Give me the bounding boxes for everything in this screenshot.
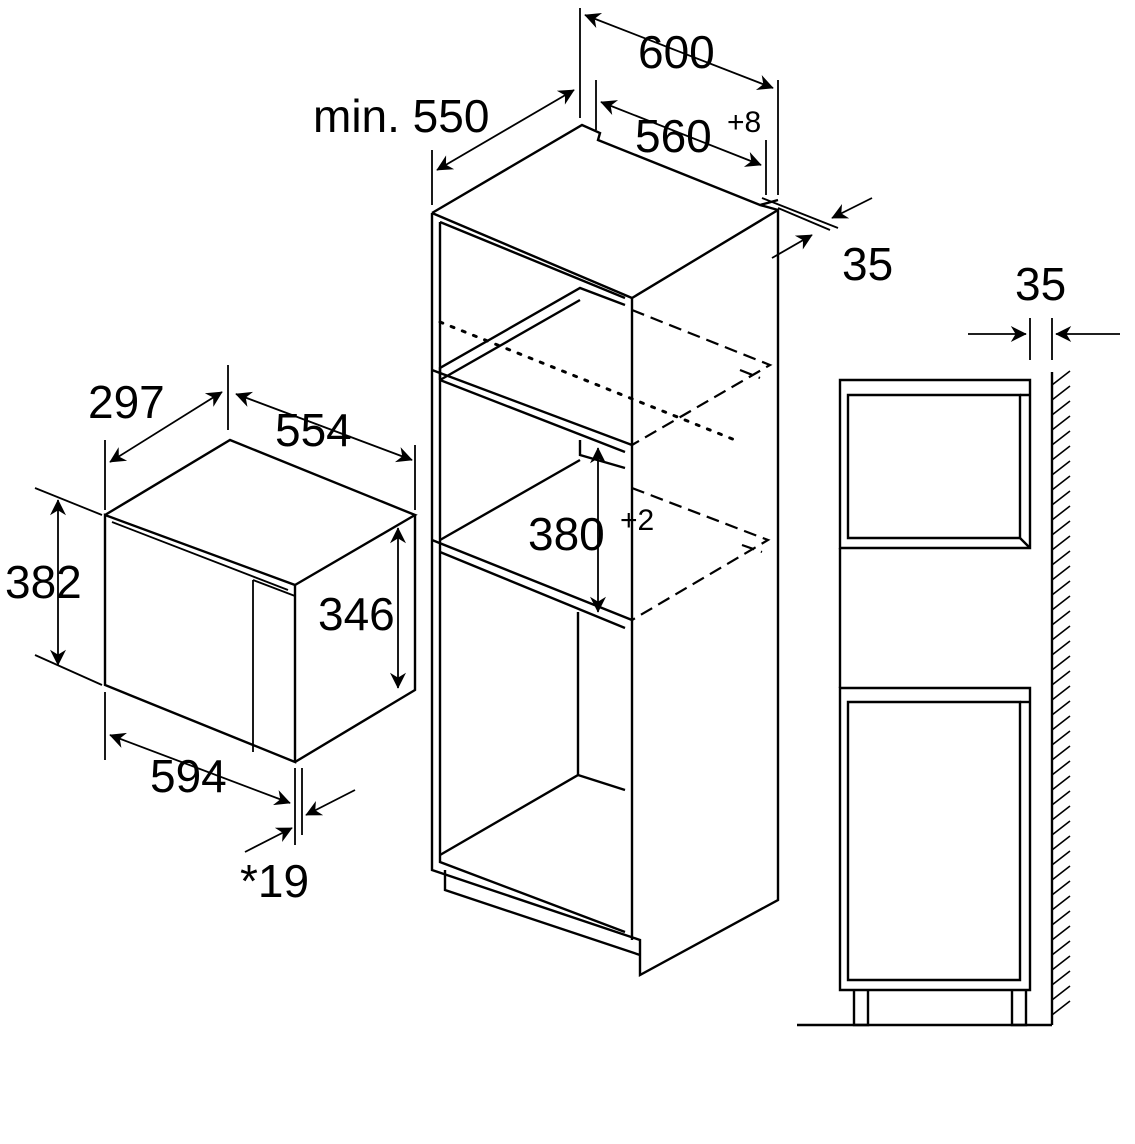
dim-line-554	[235, 391, 413, 463]
dim-arrow-35-back-a	[831, 197, 873, 219]
hatch-line	[1051, 820, 1071, 836]
hatch-line	[1051, 775, 1071, 791]
hatch-line	[1051, 415, 1071, 431]
hatch-line	[1051, 985, 1071, 1001]
hatch-line	[1051, 475, 1071, 491]
upper-shelf	[431, 368, 633, 447]
cabinet-dimensions	[431, 8, 873, 613]
side-lower-unit	[838, 686, 1032, 992]
label-19: *19	[240, 855, 309, 907]
hatch-line	[1051, 520, 1071, 536]
hatch-line	[1051, 685, 1071, 701]
hatch-line	[1051, 550, 1071, 566]
hatch-line	[1051, 910, 1071, 926]
hatch-line	[1051, 955, 1071, 971]
label-35-wall: 35	[1015, 258, 1066, 310]
label-600: 600	[638, 26, 715, 78]
dim-line-550	[436, 89, 575, 171]
hatch-line	[1051, 730, 1071, 746]
hatch-line	[1051, 370, 1071, 386]
hatch-line	[1051, 490, 1071, 506]
side-leg-left	[852, 990, 870, 1027]
hatch-line	[1051, 535, 1071, 551]
microwave-front	[103, 513, 297, 764]
side-upper-unit	[838, 378, 1032, 550]
hatch-line	[1051, 400, 1071, 416]
label-560: 560	[635, 110, 712, 162]
hatch-line	[1051, 835, 1071, 851]
side-view	[797, 370, 1071, 1027]
cabinet-outline	[430, 207, 780, 978]
dim-line-560	[600, 100, 762, 167]
dim-line-297	[109, 391, 223, 463]
label-35-back: 35	[842, 238, 893, 290]
label-554: 554	[275, 404, 352, 456]
dim-arrow-35-back-b	[771, 234, 813, 259]
hatch-line	[1051, 760, 1071, 776]
hatch-line	[1051, 610, 1071, 626]
hatch-line	[1051, 895, 1071, 911]
plinth	[443, 870, 641, 957]
hatch-line	[1051, 970, 1071, 986]
hatch-line	[1051, 460, 1071, 476]
label-346: 346	[318, 588, 395, 640]
hatch-line	[1051, 595, 1071, 611]
hatch-line	[1051, 505, 1071, 521]
hatch-line	[1051, 385, 1071, 401]
label-min-550: min. 550	[313, 90, 489, 142]
label-382: 382	[5, 556, 82, 608]
hatch-line	[1051, 565, 1071, 581]
hatch-line	[1051, 625, 1071, 641]
hatch-line	[1051, 715, 1071, 731]
hatch-line	[1051, 925, 1071, 941]
hatch-line	[1051, 670, 1071, 686]
hatch-line	[1051, 880, 1071, 896]
hatch-line	[1051, 655, 1071, 671]
label-297: 297	[88, 376, 165, 428]
hatch-line	[1051, 430, 1071, 446]
microwave-side	[294, 515, 417, 764]
lower-cavity	[439, 612, 580, 857]
hatch-line	[1051, 640, 1071, 656]
hatch-line	[1051, 580, 1071, 596]
label-380-tolerance: +2	[620, 504, 654, 537]
dotted-line	[438, 320, 737, 442]
microwave-appliance	[103, 438, 418, 764]
side-dimensions	[968, 318, 1120, 360]
hatch-line	[1051, 745, 1071, 761]
dim-line-600	[584, 13, 774, 90]
hatch-line	[1051, 1000, 1071, 1016]
hatch-line	[1051, 790, 1071, 806]
side-leg-right	[1010, 990, 1028, 1027]
label-560-group: 560 +8	[635, 106, 761, 162]
dim-arrow-19-right	[305, 789, 356, 816]
label-380: 380	[528, 508, 605, 560]
hatch-line	[1051, 940, 1071, 956]
label-380-group: 380 +2	[528, 504, 654, 560]
label-594: 594	[150, 750, 227, 802]
dim-arrow-19-left	[244, 827, 293, 853]
dashed-shelf-outlines	[438, 308, 773, 621]
hatch-line	[1051, 700, 1071, 716]
hatch-line	[1051, 865, 1071, 881]
label-560-tolerance: +8	[727, 106, 761, 139]
microwave-top	[104, 438, 418, 587]
hatch-line	[1051, 805, 1071, 821]
tall-cabinet	[430, 123, 780, 978]
wall-hatching	[1051, 370, 1071, 1016]
hatch-line	[1051, 445, 1071, 461]
dim-line-594	[109, 732, 291, 806]
hatch-line	[1051, 850, 1071, 866]
microwave-dimensions	[34, 365, 416, 853]
